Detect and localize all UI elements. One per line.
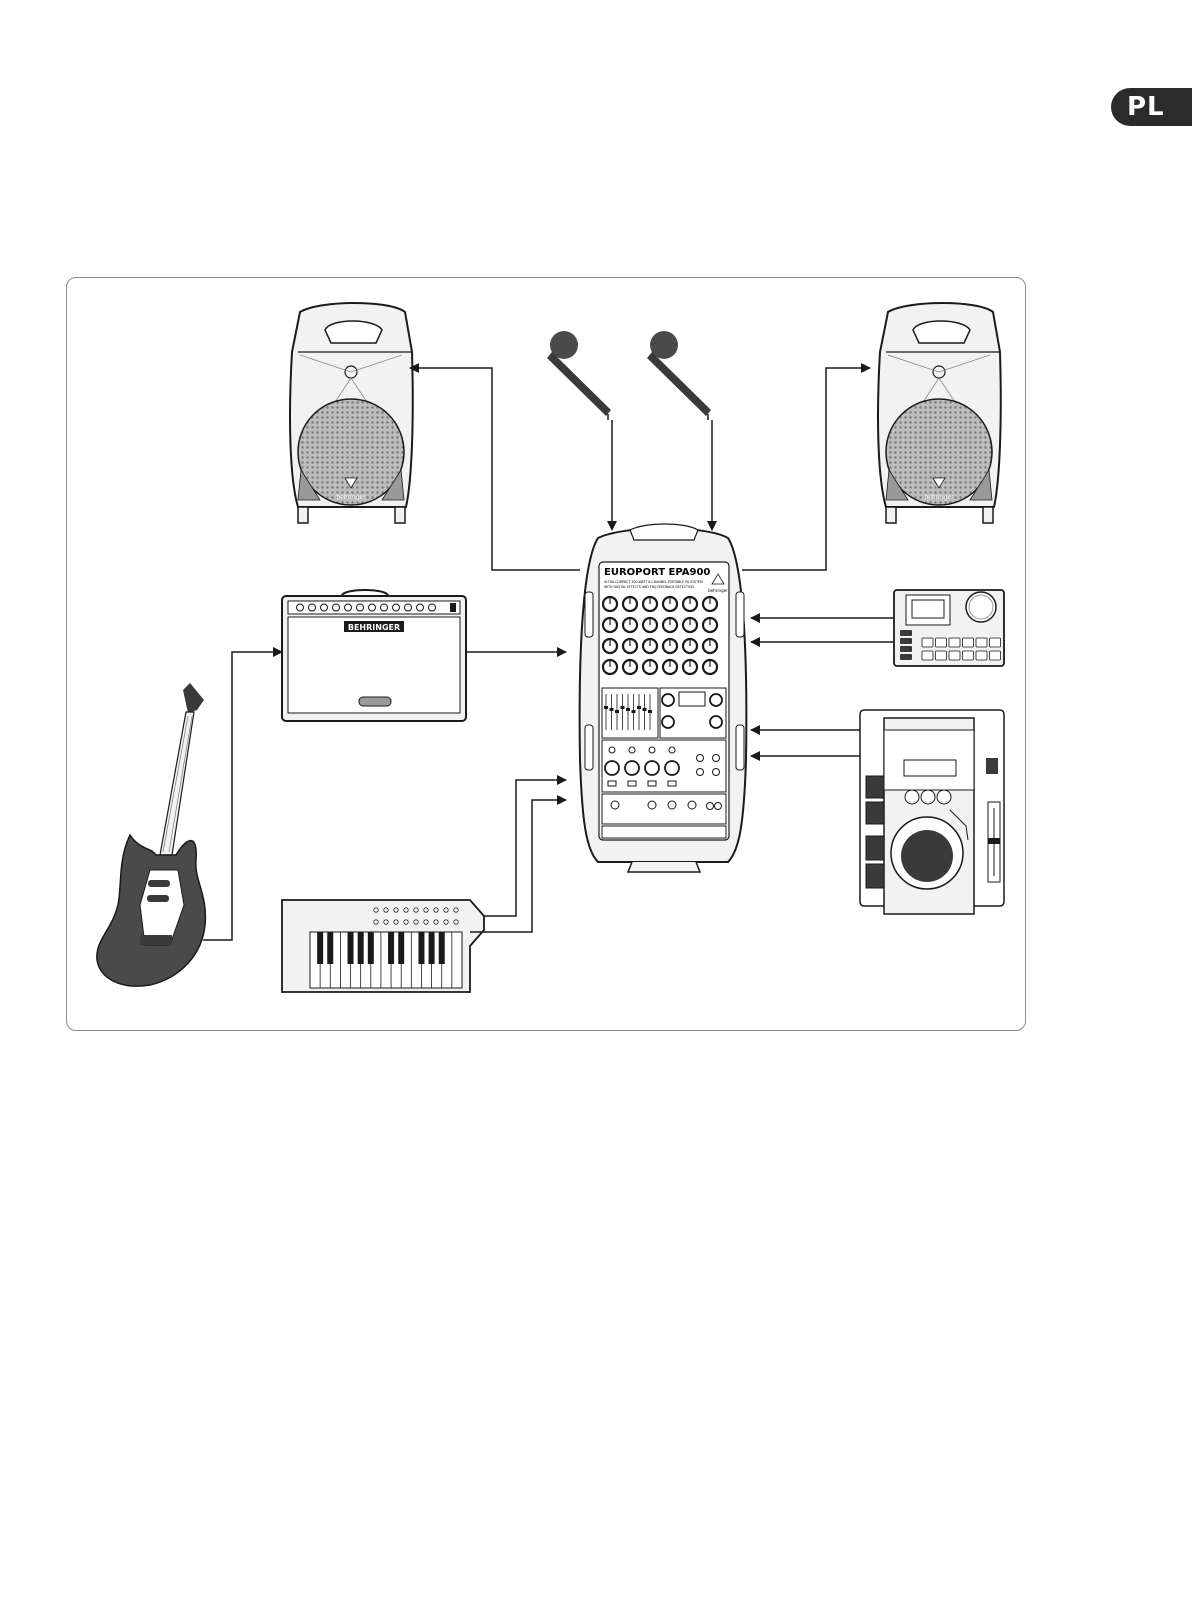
xlr-input: [605, 761, 619, 775]
line-input: [697, 755, 704, 762]
mixer-to-right-speaker-line: [742, 368, 870, 570]
drum-pad: [922, 651, 933, 660]
amp-knob: [369, 604, 376, 611]
amp-knob: [381, 604, 388, 611]
drum-pad: [936, 638, 947, 647]
black-key: [439, 932, 445, 964]
black-key: [418, 932, 424, 964]
drum-function-button: [900, 638, 912, 644]
amp-knob: [309, 604, 316, 611]
guitar-amplifier: BEHRINGER: [282, 590, 466, 721]
amp-knob: [357, 604, 364, 611]
black-key: [317, 932, 323, 964]
jack-input: [669, 747, 675, 753]
keyboard-button: [434, 908, 438, 912]
jack-input: [629, 747, 635, 753]
amp-knob: [333, 604, 340, 611]
drum-pad: [949, 651, 960, 660]
black-key: [429, 932, 435, 964]
keyboard-button: [384, 920, 388, 924]
keyboard-button: [404, 920, 408, 924]
mixer-subtitle-1: ULTRA-COMPACT 500-WATT 8-CHANNEL PORTABL…: [604, 580, 703, 584]
amp-knob: [429, 604, 436, 611]
xlr-input: [625, 761, 639, 775]
black-key: [358, 932, 364, 964]
keyboard-button: [374, 908, 378, 912]
black-key: [327, 932, 333, 964]
mixer-unit: EUROPORT EPA900 ULTRA-COMPACT 500-WATT 8…: [580, 524, 747, 872]
keyboard-button: [414, 908, 418, 912]
amp-knob: [393, 604, 400, 611]
xlr-input: [665, 761, 679, 775]
drum-function-button: [900, 646, 912, 652]
mixer-logo: behringer: [708, 588, 728, 593]
drum-pad: [990, 651, 1001, 660]
keyboard-button: [414, 920, 418, 924]
amp-knob: [405, 604, 412, 611]
keyboard-button: [404, 908, 408, 912]
keyboard-button: [434, 920, 438, 924]
jack-input: [609, 747, 615, 753]
keyboard-button: [374, 920, 378, 924]
mixer-eq-faders: [604, 694, 652, 730]
keyboard-button: [384, 908, 388, 912]
black-key: [368, 932, 374, 964]
cd-player: [860, 710, 1004, 914]
guitar-to-amp-line: [203, 652, 282, 940]
right-speaker-logo: behringer: [924, 494, 954, 501]
drum-pad: [936, 651, 947, 660]
drum-pad: [963, 651, 974, 660]
midi-keyboard: [282, 900, 484, 992]
amp-knob: [321, 604, 328, 611]
keyboard-button: [444, 908, 448, 912]
mixer-to-left-speaker-line: [410, 368, 580, 570]
keyboard-button: [394, 920, 398, 924]
black-key: [348, 932, 354, 964]
amp-knob: [297, 604, 304, 611]
keyboard-button: [454, 920, 458, 924]
drum-pad: [949, 638, 960, 647]
microphone-1: [547, 331, 611, 420]
left-speaker-logo: behringer: [336, 494, 366, 501]
electric-guitar: [97, 683, 206, 986]
amp-knob: [345, 604, 352, 611]
line-input: [713, 755, 720, 762]
drum-pad: [976, 638, 987, 647]
drum-pad: [976, 651, 987, 660]
line-input: [697, 769, 704, 776]
line-input: [713, 769, 720, 776]
drum-pad: [963, 638, 974, 647]
right-speaker: behringer: [878, 303, 1001, 523]
keyboard-button: [444, 920, 448, 924]
black-key: [398, 932, 404, 964]
drum-machine: [894, 590, 1004, 666]
keyboard-to-mixer-line-2: [470, 800, 566, 932]
amp-knob: [417, 604, 424, 611]
drum-function-button: [900, 654, 912, 660]
jack-input: [649, 747, 655, 753]
black-key: [388, 932, 394, 964]
drum-function-button: [900, 630, 912, 636]
mixer-subtitle-2: WITH DIGITAL EFFECTS AND FBQ FEEDBACK DE…: [604, 585, 694, 589]
amp-logo: BEHRINGER: [348, 623, 400, 632]
microphone-2: [647, 331, 711, 420]
left-speaker: behringer: [290, 303, 413, 523]
keyboard-button: [424, 920, 428, 924]
mixer-title: EUROPORT EPA900: [604, 567, 710, 578]
drum-pad: [990, 638, 1001, 647]
xlr-input: [645, 761, 659, 775]
keyboard-button: [454, 908, 458, 912]
keyboard-button: [424, 908, 428, 912]
drum-pad: [922, 638, 933, 647]
keyboard-button: [394, 908, 398, 912]
